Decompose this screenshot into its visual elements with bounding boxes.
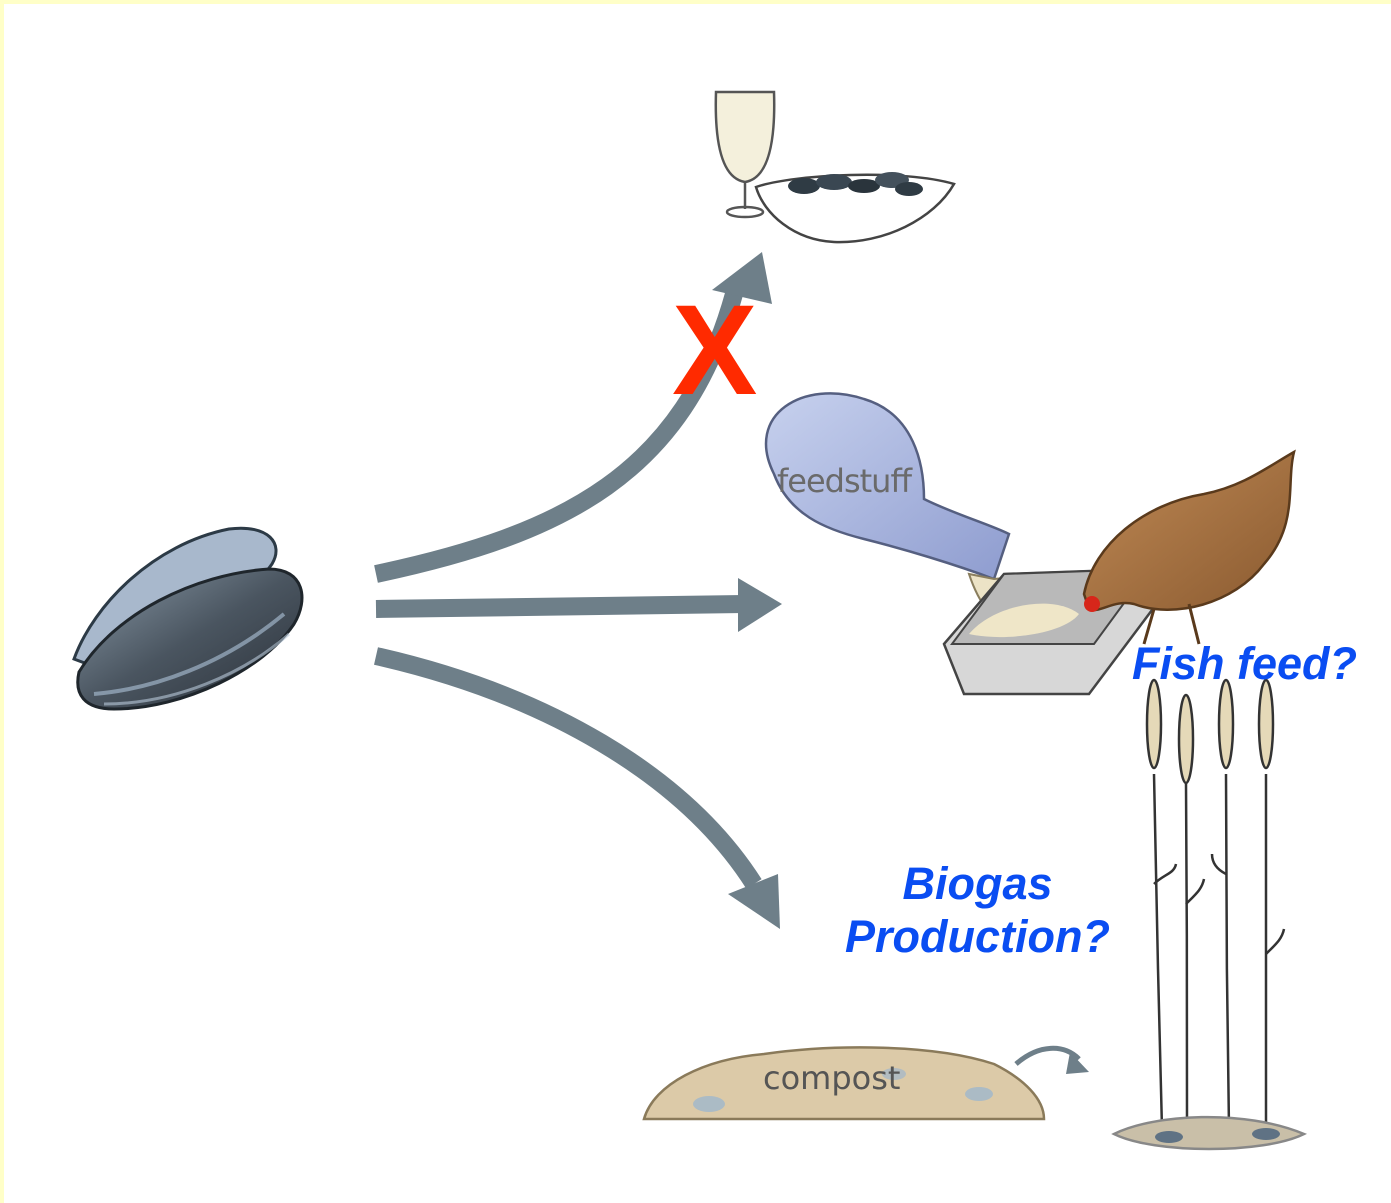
biogas-line-2: Production? [810, 910, 1145, 963]
arrow-to-feed [376, 578, 782, 632]
wine-and-mussel-dish-illustration [716, 92, 954, 242]
biogas-question: Biogas Production? [810, 857, 1145, 963]
x-mark: X [672, 287, 757, 415]
compost-label: compost [763, 1059, 900, 1097]
fish-feed-question: Fish feed? [1132, 637, 1357, 690]
diagram-canvas: feedstuff compost X Fish feed? Biogas Pr… [4, 4, 1391, 1203]
diagram-illustration [4, 4, 1391, 1203]
biogas-line-1: Biogas [810, 857, 1145, 910]
feedstuff-label: feedstuff [777, 462, 911, 500]
arrow-to-compost [376, 656, 780, 929]
mussel-illustration [74, 528, 302, 709]
